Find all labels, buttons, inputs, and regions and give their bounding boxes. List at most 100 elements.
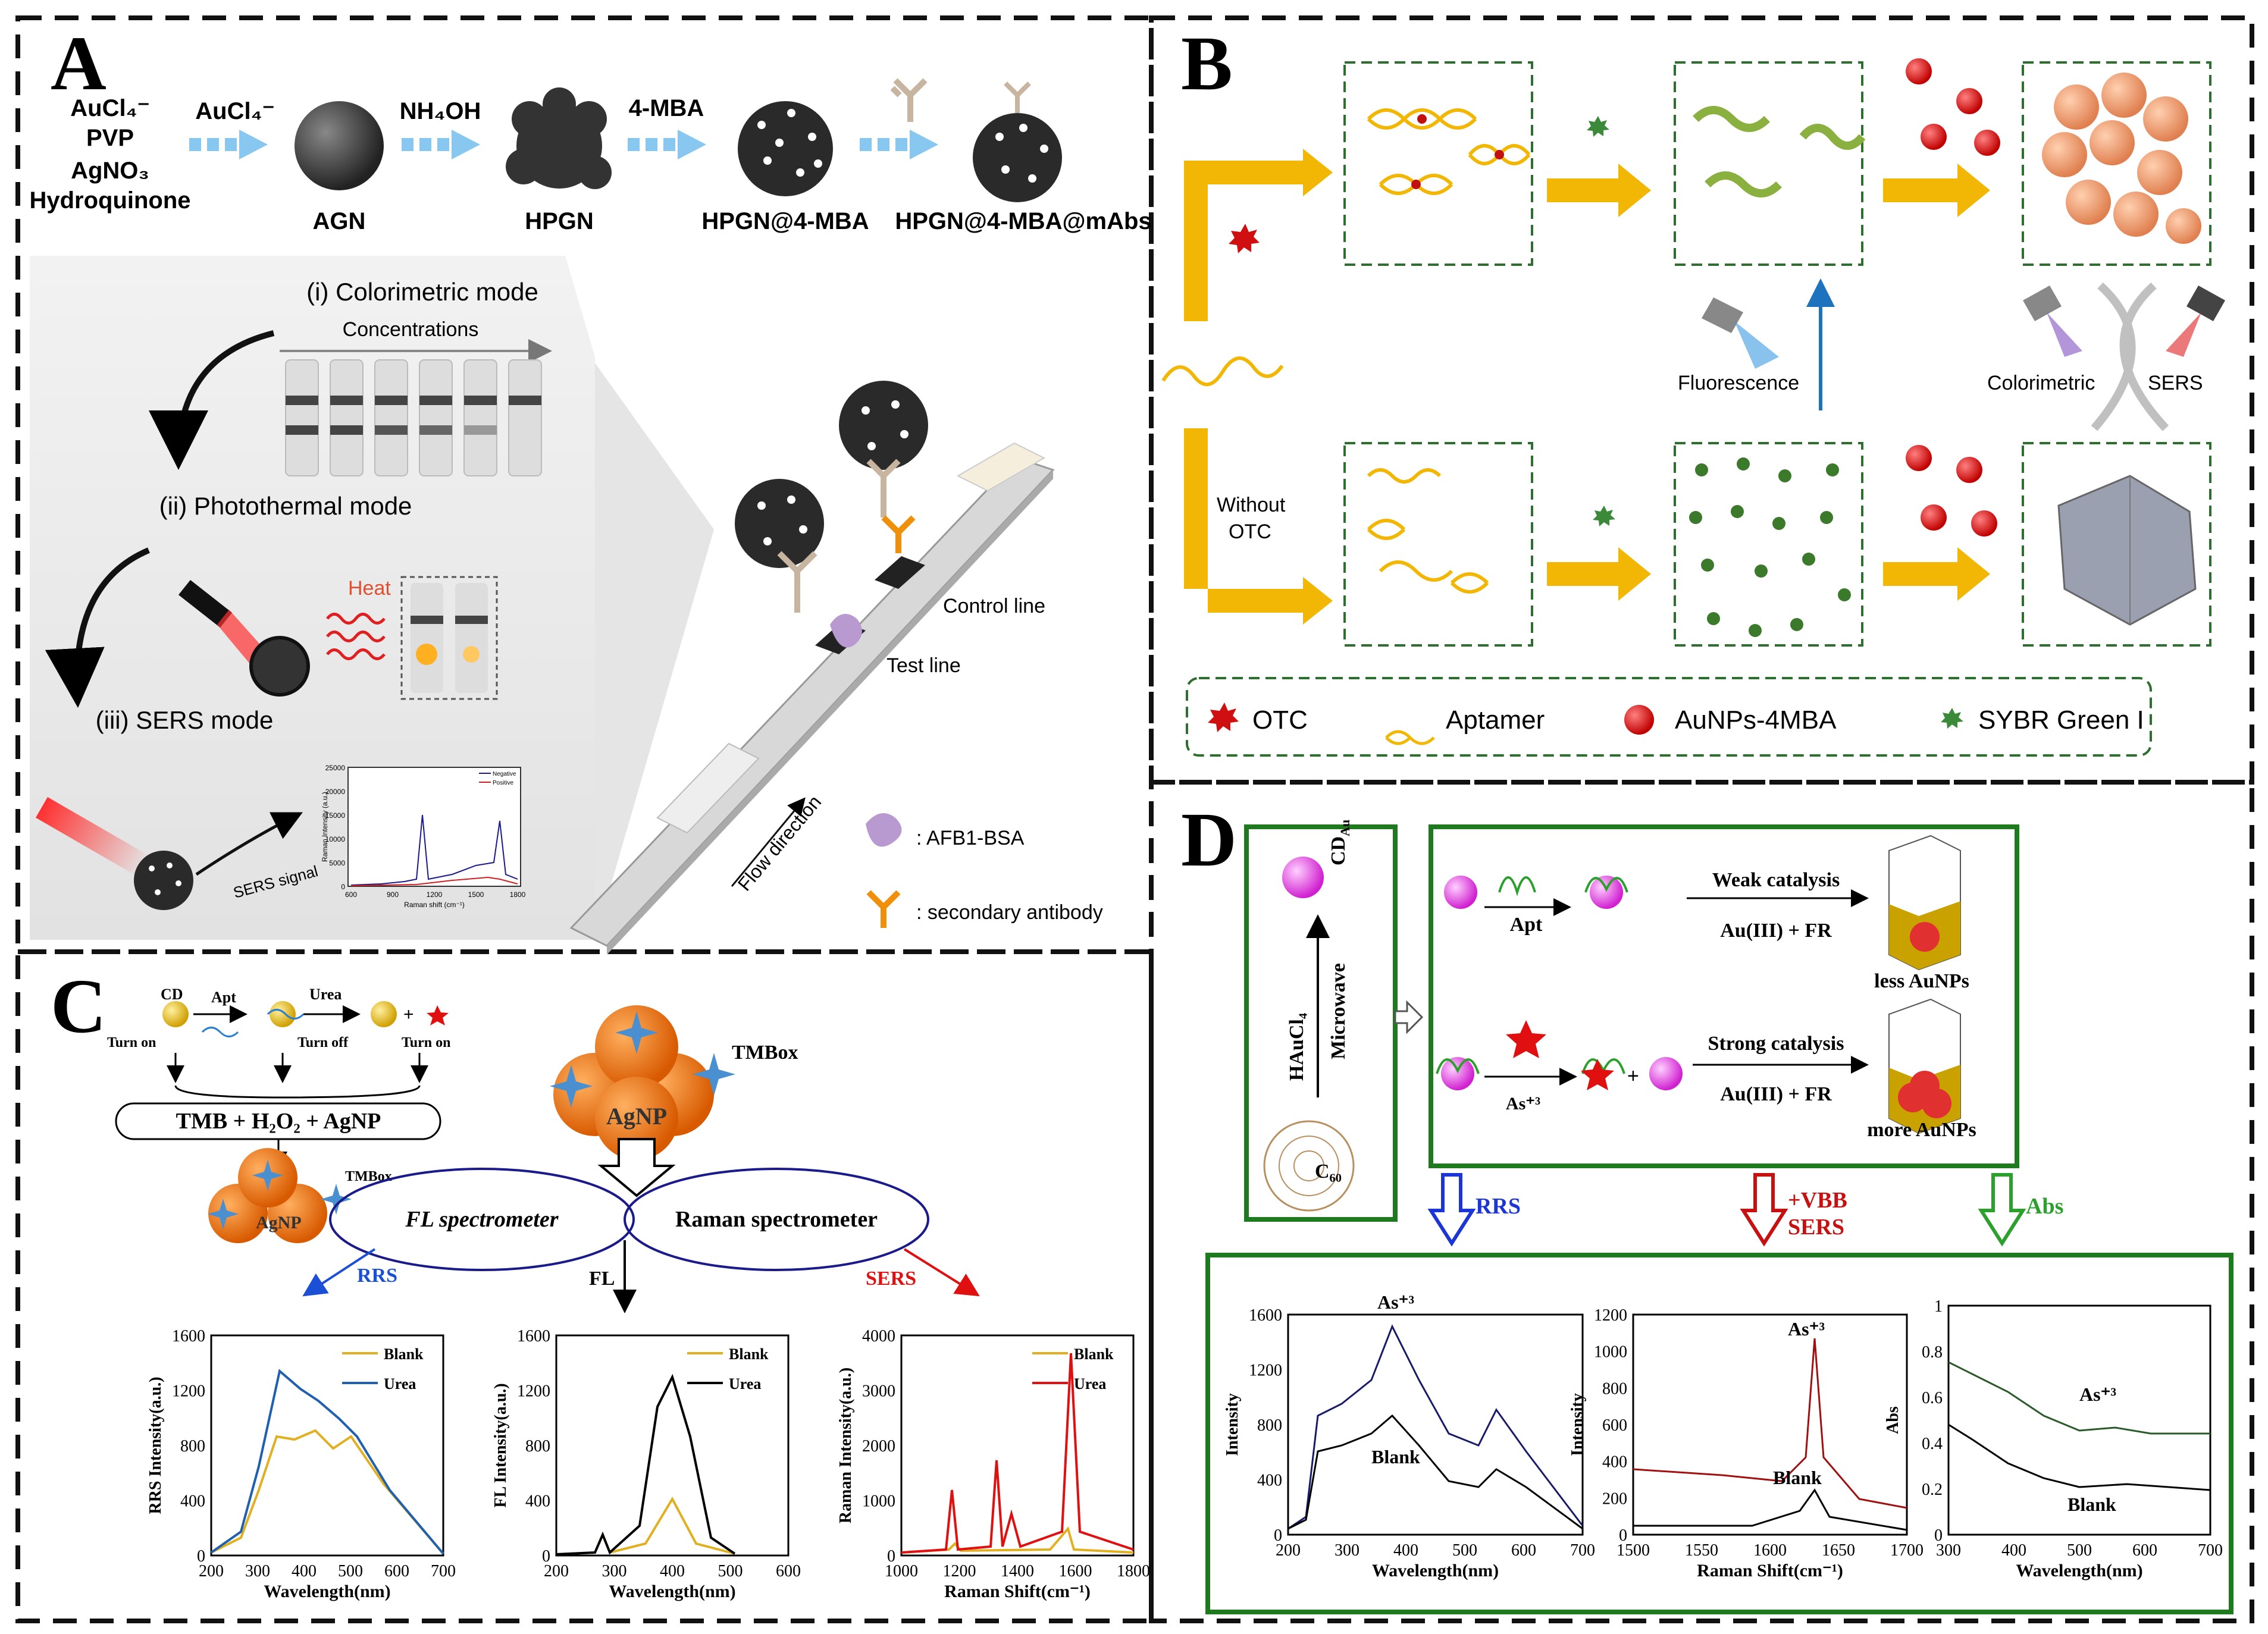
b-arrow-top-1 — [1547, 164, 1651, 217]
c-sers-arrow — [903, 1248, 980, 1297]
d-sers-blank-label: Blank — [1773, 1467, 1822, 1488]
panel-b: B Without OTC — [1161, 21, 2225, 757]
strip-secondary-antibody — [881, 515, 916, 553]
afb1-bsa-on-line — [830, 614, 862, 648]
d-sers-chart-ytick: 1000 — [1594, 1343, 1627, 1362]
c-sers-chart-ytick: 1000 — [862, 1492, 895, 1511]
d-apt-bound — [1584, 877, 1628, 893]
d-abs-label: Abs — [2026, 1194, 2063, 1219]
c-rrs-chart-xlabel: Wavelength(nm) — [264, 1582, 390, 1601]
d-cuvette-1 — [1888, 835, 1961, 971]
c-turn-on-1: Turn on — [107, 1035, 156, 1050]
aunps-4mba-bottom-cluster — [1906, 445, 1997, 537]
d-rrs-blank-curve — [1288, 1414, 1583, 1530]
d-more-aunps: more AuNPs — [1867, 1119, 1976, 1141]
photothermal-mode-label: (ii) Photothermal mode — [159, 492, 412, 520]
c-sers-urea-curve — [901, 1353, 1134, 1554]
c-rrs-urea-curve — [210, 1369, 444, 1555]
flow-direction-arrow — [731, 797, 806, 887]
b-box-top-3 — [2022, 61, 2211, 266]
c-sers-chart-xtick: 1400 — [1001, 1562, 1034, 1580]
d-sers-as-label: As⁺³ — [1788, 1318, 1825, 1340]
dispersed-aunps-cube — [2057, 475, 2197, 626]
reagent-4: Hydroquinone — [29, 187, 190, 214]
b-arrow-bottom-1 — [1547, 547, 1651, 601]
reagent-3: AgNO₃ — [71, 158, 149, 184]
d-dot-2 — [1590, 876, 1623, 909]
sybr-icon-top — [1587, 116, 1609, 137]
laser-beam — [36, 797, 151, 877]
sers-laser-beam — [2166, 312, 2201, 357]
panel-b-letter: B — [1181, 21, 1233, 106]
sers-signal-arrow — [195, 812, 303, 876]
d-rrs-chart-frame — [1287, 1313, 1584, 1536]
hpgn-mabs-particle — [973, 81, 1062, 202]
c-fl-spectrometer: FL spectrometer — [405, 1207, 559, 1232]
photothermal-strips — [411, 583, 488, 693]
d-cd-au-label: CDAu — [1327, 820, 1352, 865]
strip-antibody-1 — [777, 551, 817, 613]
hpgn-particle — [506, 87, 612, 189]
d-weak-label: Weak catalysis — [1712, 869, 1840, 891]
b-curve-left — [2091, 282, 2136, 431]
c-tmbox-large: TMBox — [732, 1042, 798, 1064]
lateral-flow-strip — [569, 442, 1055, 955]
b-legend-box — [1186, 677, 2152, 757]
strip-antibody-2 — [866, 459, 901, 518]
c-rrs-chart-ytick: 1200 — [172, 1382, 205, 1401]
c-sers-legend-blank: Blank — [1074, 1346, 1114, 1363]
b-box-top-1 — [1343, 61, 1533, 266]
c-rrs-chart-xtick: 600 — [384, 1562, 409, 1580]
d-abs-chart-xlabel: Wavelength(nm) — [2016, 1561, 2142, 1580]
legend-aptamer-icon — [1385, 730, 1435, 745]
c-sers-chart-xlabel: Raman Shift(cm⁻¹) — [944, 1582, 1091, 1601]
c-sers-chart-ytick: 2000 — [862, 1437, 895, 1456]
agn-particle — [295, 101, 384, 190]
d-as-star — [1506, 1020, 1546, 1058]
mini-xtick-2: 1200 — [427, 890, 443, 899]
mini-ylabel: Raman Intensity (a.u.) — [321, 792, 329, 862]
c-fl-urea-curve — [556, 1373, 736, 1555]
d-rrs-chart-xtick: 600 — [1511, 1541, 1536, 1560]
sample-pad — [656, 742, 760, 834]
c-fl-chart-ytick: 800 — [525, 1437, 550, 1456]
c-tmbox-small: TMBox — [345, 1169, 392, 1184]
mini-xlabel: Raman shift (cm⁻¹) — [404, 901, 465, 909]
d-hollow-arrow — [1394, 1000, 1424, 1034]
c-fl-chart-xtick: 200 — [544, 1562, 569, 1580]
b-box-bottom-3 — [2022, 442, 2211, 647]
mode-arrow-1 — [149, 330, 275, 470]
sers-mode-label: (iii) SERS mode — [96, 706, 274, 734]
d-abs-chart-xtick: 300 — [1936, 1541, 1961, 1560]
c-rrs-legend-blank: Blank — [384, 1346, 424, 1363]
d-sers-as-curve — [1633, 1338, 1907, 1509]
fluorescence-light-beam — [1734, 321, 1779, 369]
legend-otc: OTC — [1252, 705, 1308, 735]
mini-xtick-4: 1800 — [510, 890, 526, 899]
c-rrs-legend-urea: Urea — [384, 1375, 416, 1392]
legend-aunps-icon — [1624, 705, 1654, 735]
d-abs-chart-ytick: 0.4 — [1922, 1435, 1943, 1453]
panel-a-letter: A — [51, 21, 106, 106]
b-box-bottom-1 — [1343, 442, 1533, 647]
c-rrs-chart-ytick: 1600 — [172, 1327, 205, 1346]
c-fl-spectrometer-ellipse — [329, 1168, 635, 1271]
d-rrs-chart-xtick: 300 — [1335, 1541, 1359, 1560]
c-cd-dot-2 — [270, 1001, 296, 1027]
d-sers-chart-ylabel: Intensity — [1568, 1393, 1587, 1456]
d-strong-label: Strong catalysis — [1708, 1033, 1844, 1055]
d-cd-au-dot — [1282, 857, 1324, 898]
d-apt-icon — [1498, 876, 1536, 896]
d-haucl4-label: HAuCl₄ — [1286, 1013, 1308, 1081]
d-abs-as-curve — [1948, 1361, 2210, 1435]
c-raman-spectrometer: Raman spectrometer — [675, 1207, 878, 1232]
heated-particle — [249, 636, 310, 697]
mini-xtick-0: 600 — [345, 890, 357, 899]
c-raman-spectrometer-ellipse — [624, 1168, 929, 1271]
mini-legend-negative: Negative — [493, 771, 516, 777]
c-urea-star — [427, 1005, 449, 1025]
c-rrs-chart-ytick: 800 — [180, 1437, 205, 1456]
reagent-2: PVP — [86, 125, 134, 151]
